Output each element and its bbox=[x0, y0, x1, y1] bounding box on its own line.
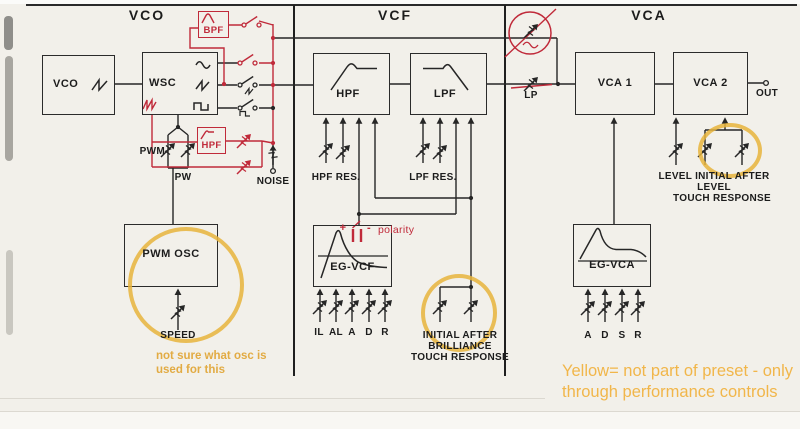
vca2-controls-label-1: LEVEL INITIAL AFTER bbox=[658, 171, 770, 182]
sawtooth-wave-icon bbox=[195, 78, 210, 92]
sub-hpf-box bbox=[197, 127, 226, 154]
brilliance-label-1: INITIAL AFTER bbox=[422, 330, 498, 341]
pwm-label: PWM bbox=[139, 146, 165, 157]
lp-label: LP bbox=[524, 90, 538, 101]
section-title-vcf: VCF bbox=[378, 7, 412, 23]
lpf-box bbox=[410, 53, 487, 115]
sine-wave-icon bbox=[195, 61, 211, 69]
diagram-top-border bbox=[26, 4, 797, 6]
bpf-box-label: BPF bbox=[203, 25, 224, 36]
highpass-curve-icon bbox=[200, 130, 214, 140]
out-label: OUT bbox=[755, 88, 778, 99]
sub-hpf-box-label: HPF bbox=[201, 140, 222, 151]
envelope-curve-icon bbox=[320, 229, 388, 279]
eg-vca-box bbox=[573, 224, 651, 287]
hpf-res-label: HPF RES. bbox=[311, 172, 361, 183]
pwm-osc-box-label: PWM OSC bbox=[142, 248, 200, 260]
pulse-wave-icon bbox=[239, 110, 250, 117]
sawtooth-wave-icon bbox=[91, 77, 108, 92]
sawtooth-wave-icon bbox=[142, 97, 157, 112]
hpf-box-label: HPF bbox=[336, 88, 360, 100]
noise-label: NOISE bbox=[256, 176, 290, 187]
brilliance-label-3: TOUCH RESPONSE bbox=[411, 352, 509, 363]
vca2-controls-label-3: TOUCH RESPONSE bbox=[673, 193, 771, 204]
speed-label: SPEED bbox=[160, 330, 196, 341]
eg-vcf-pot-label-il: IL bbox=[314, 327, 324, 338]
osc-note: not sure what osc is used for this bbox=[156, 349, 286, 378]
osc-note-line1: not sure what osc is bbox=[156, 350, 267, 362]
bpf-switch-icon bbox=[241, 15, 262, 28]
lpf-res-label: LPF RES. bbox=[409, 172, 457, 183]
scan-left-edge bbox=[5, 56, 13, 161]
section-title-vco: VCO bbox=[128, 7, 166, 23]
eg-vcf-pot-label-d: D bbox=[365, 327, 373, 338]
saw-switch-icon bbox=[237, 75, 258, 88]
eg-vcf-box bbox=[313, 225, 392, 287]
vco-box-label: VCO bbox=[53, 78, 79, 90]
vca1-box bbox=[575, 52, 655, 115]
eg-vca-pot-label-r: R bbox=[634, 330, 642, 341]
yellow-legend-line1: Yellow= not part of preset - only bbox=[562, 362, 793, 380]
scan-left-edge bbox=[6, 250, 13, 335]
scan-top-edge bbox=[0, 0, 800, 4]
scan-bottom-edge bbox=[0, 411, 800, 429]
eg-vca-box-label: EG-VCA bbox=[589, 259, 635, 271]
vca1-box-label: VCA 1 bbox=[597, 77, 633, 89]
highpass-curve-icon bbox=[330, 63, 377, 91]
yellow-circle-pwm-osc bbox=[128, 227, 244, 343]
eg-vca-pot-label-s: S bbox=[618, 330, 626, 341]
envelope-curve-icon bbox=[579, 227, 647, 260]
potentiometer-icons-red bbox=[236, 133, 252, 175]
bandpass-curve-icon bbox=[201, 13, 215, 24]
eg-vcf-pot-label-r: R bbox=[381, 327, 389, 338]
lowpass-curve-icon bbox=[423, 63, 469, 91]
vca2-box bbox=[673, 52, 748, 115]
osc-note-line2: used for this bbox=[156, 364, 226, 377]
wsc-box bbox=[142, 52, 218, 115]
yellow-circle-vca2-touch bbox=[698, 123, 762, 178]
yellow-legend-line2: through performance controls bbox=[562, 383, 778, 402]
preset-red-wires bbox=[151, 8, 557, 242]
lpf-box-label: LPF bbox=[433, 88, 457, 100]
section-divider bbox=[293, 5, 506, 376]
sine-switch-icon bbox=[237, 53, 258, 66]
bpf-box bbox=[198, 11, 229, 38]
yellow-legend: Yellow= not part of preset - only throug… bbox=[562, 361, 800, 404]
paper-crease bbox=[0, 398, 545, 399]
vco-box bbox=[42, 55, 115, 115]
polarity-label: polarity bbox=[378, 224, 415, 236]
polarity-switch-icon bbox=[351, 229, 363, 242]
sawtooth-wave-icon bbox=[244, 86, 254, 96]
eg-vcf-pot-label-al: AL bbox=[329, 327, 343, 338]
pulse-switch-icon bbox=[237, 98, 258, 111]
vca2-box-label: VCA 2 bbox=[693, 77, 728, 89]
section-title-vca: VCA bbox=[631, 7, 667, 23]
polarity-minus-label: - bbox=[367, 222, 371, 234]
pulse-wave-icon bbox=[193, 102, 209, 111]
eg-vcf-pot-label-a: A bbox=[348, 327, 356, 338]
scan-left-edge bbox=[4, 16, 13, 50]
polarity-switch-lever bbox=[352, 220, 361, 229]
noise-terminal-icon bbox=[269, 167, 277, 175]
eg-vcf-box-label: EG-VCF bbox=[330, 261, 375, 273]
eg-vca-pot-label-a: A bbox=[584, 330, 592, 341]
hpf-box bbox=[313, 53, 390, 115]
pw-label: PW bbox=[174, 172, 192, 183]
crossed-out-circle bbox=[508, 11, 552, 55]
polarity-plus-label: + bbox=[339, 222, 347, 234]
sine-wave-icon bbox=[522, 41, 539, 49]
brilliance-label-2: BRILLIANCE bbox=[428, 341, 492, 352]
yellow-circle-brilliance bbox=[421, 274, 497, 352]
eg-vca-pot-label-d: D bbox=[601, 330, 609, 341]
output-terminal-icon bbox=[762, 79, 770, 87]
wsc-box-label: WSC bbox=[149, 77, 177, 89]
vca2-controls-label-2: LEVEL bbox=[697, 182, 731, 193]
